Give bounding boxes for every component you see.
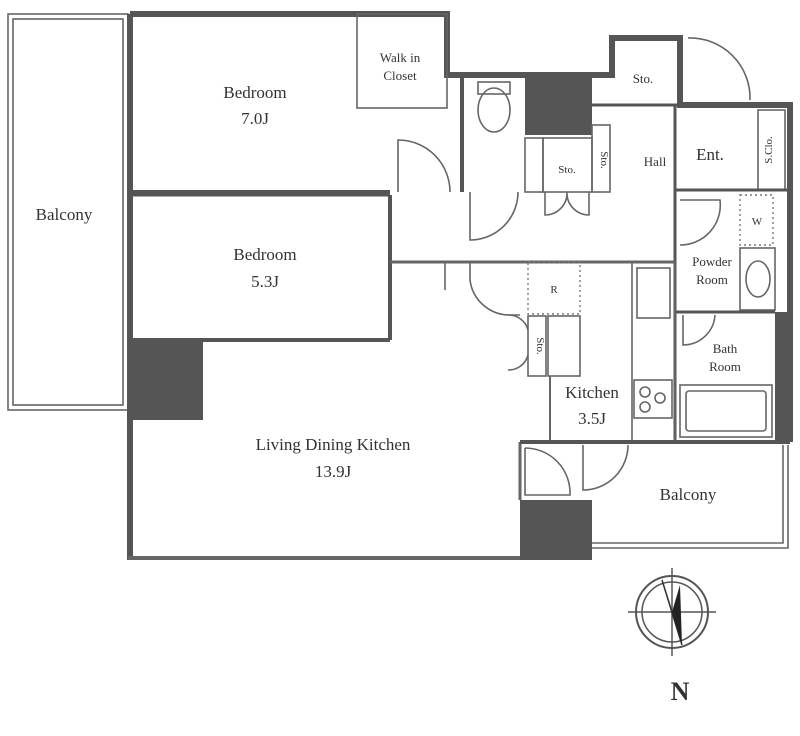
entrance-label: Ent. (696, 145, 724, 164)
walk-in-closet-label-1: Walk in (380, 50, 421, 65)
balcony-left: Balcony (7, 13, 129, 411)
powder-room-label-1: Powder (692, 254, 732, 269)
bedroom-1-size: 7.0J (241, 109, 269, 128)
balcony-left-label: Balcony (36, 205, 93, 224)
room-ldk: Living Dining Kitchen 13.9J (130, 342, 592, 560)
column (130, 342, 203, 420)
shoe-closet-label: S.Clo. (763, 136, 775, 164)
balcony-right-label: Balcony (660, 485, 717, 504)
door-swing (444, 262, 520, 316)
storage-small-label: Sto. (598, 151, 610, 169)
kitchen-label: Kitchen (565, 383, 619, 402)
door-swing (469, 191, 519, 241)
room-bath: Bath Room (679, 312, 790, 442)
room-bedroom-1: Bedroom 7.0J Walk in Closet (130, 13, 464, 194)
compass-icon: N (628, 568, 716, 706)
bath-room-label-1: Bath (713, 341, 738, 356)
walk-in-closet-label-2: Closet (383, 68, 417, 83)
bedroom-2-label: Bedroom (233, 245, 296, 264)
kitchen-size: 3.5J (578, 409, 606, 428)
hall-label: Hall (644, 154, 667, 169)
room-powder: W Powder Room (675, 194, 776, 314)
ldk-size: 13.9J (315, 462, 352, 481)
bedroom-1-label: Bedroom (223, 83, 286, 102)
room-kitchen: R Sto. Kitchen 3.5J (507, 261, 676, 443)
ldk-label: Living Dining Kitchen (256, 435, 411, 454)
balcony-right: Balcony (520, 440, 790, 549)
column (520, 500, 592, 560)
toilet-storage-block: Sto. Sto. Sto. Hall (477, 71, 680, 216)
storage-top-label: Sto. (633, 71, 654, 86)
storage-mid-label: Sto. (558, 164, 576, 176)
fridge-label: R (550, 284, 558, 296)
north-label: N (671, 677, 690, 706)
bath-room-label-2: Room (709, 359, 741, 374)
room-bedroom-2: Bedroom 5.3J (130, 193, 392, 342)
washer-label: W (752, 216, 763, 228)
storage-kitchen-label: Sto. (534, 337, 546, 355)
bedroom-2-size: 5.3J (251, 272, 279, 291)
powder-room-label-2: Room (696, 272, 728, 287)
